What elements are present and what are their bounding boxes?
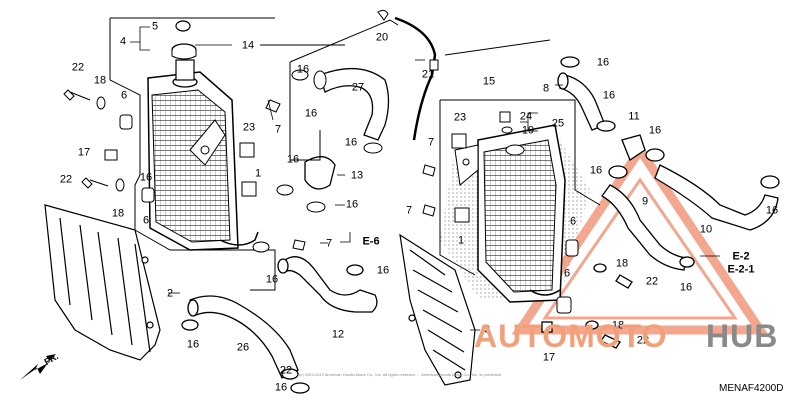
callout-16a: 16 (139, 171, 153, 184)
callout-17a: 17 (77, 146, 91, 159)
callout-22e: 22 (636, 334, 650, 347)
callout-18d: 18 (611, 319, 625, 332)
watermark-hub: HUB (706, 318, 779, 354)
callout-7d: 7 (405, 204, 413, 217)
callout-24: 24 (519, 110, 533, 123)
callout-3: 3 (483, 323, 491, 336)
callout-23b: 23 (453, 111, 467, 124)
callout-16n: 16 (589, 164, 603, 177)
hose-9 (601, 184, 687, 271)
callout-11: 11 (628, 110, 640, 123)
callout-17b: 17 (542, 351, 556, 364)
callout-22d: 22 (645, 275, 659, 288)
callout-16b: 16 (286, 153, 300, 166)
joint-11 (621, 134, 646, 161)
callout-16k: 16 (596, 56, 610, 69)
callout-16f: 16 (186, 338, 200, 351)
callout-1a: 1 (254, 167, 262, 180)
callout-8: 8 (542, 82, 550, 95)
callout-7b: 7 (325, 237, 333, 250)
callout-16i: 16 (304, 107, 318, 120)
callout-16m: 16 (648, 124, 662, 137)
callout-26: 26 (236, 341, 250, 354)
callout-19: 19 (521, 124, 535, 137)
callout-4: 4 (119, 35, 127, 48)
callout-16c: 16 (345, 198, 359, 211)
copyright-text: (c) 2003-2019 American Honda Motor Co., … (298, 372, 502, 377)
hose-27 (319, 67, 390, 141)
left-shroud (44, 204, 161, 361)
callout-6b: 6 (142, 214, 150, 227)
callout-6d: 6 (563, 267, 571, 280)
hose-8 (559, 74, 606, 131)
callout-12: 12 (331, 328, 345, 341)
hose-12 (277, 256, 378, 313)
ref-e2-1: E-2-1 (727, 263, 755, 276)
callout-20: 20 (375, 31, 389, 44)
callout-15: 15 (482, 75, 496, 88)
right-shroud (399, 233, 476, 386)
front-arrow (20, 354, 56, 380)
hose-10 (654, 164, 779, 231)
callout-16l: 16 (602, 89, 616, 102)
callout-1b: 1 (457, 234, 465, 247)
callout-18c: 18 (615, 257, 629, 270)
callout-16p: 16 (679, 281, 693, 294)
watermark-triangle (511, 141, 769, 335)
callout-5: 5 (151, 20, 159, 33)
callout-10: 10 (699, 223, 713, 236)
callout-27: 27 (351, 81, 365, 94)
callout-22a: 22 (71, 61, 85, 74)
callout-21: 21 (421, 68, 435, 81)
callout-16d: 16 (376, 264, 390, 277)
callout-2: 2 (166, 287, 174, 300)
callout-16o: 16 (765, 204, 779, 217)
callout-23a: 23 (242, 121, 256, 134)
hose-26 (181, 295, 310, 394)
callout-16e: 16 (265, 273, 279, 286)
callout-22c: 22 (279, 364, 293, 377)
callout-14: 14 (241, 39, 255, 52)
callout-6a: 6 (120, 89, 128, 102)
callout-18a: 18 (93, 74, 107, 87)
callout-13: 13 (350, 169, 364, 182)
hose-13 (304, 156, 336, 190)
callout-7c: 7 (427, 136, 435, 149)
callout-7a: 7 (274, 123, 282, 136)
watermark-auto: AUTOMOTO (474, 318, 668, 354)
callout-16g: 16 (274, 381, 288, 394)
ref-e2: E-2 (732, 250, 750, 263)
callout-6c: 6 (569, 215, 577, 228)
callout-16j: 16 (344, 136, 358, 149)
ref-e6: E-6 (362, 235, 380, 248)
callout-9: 9 (641, 195, 649, 208)
leader-lines (130, 26, 720, 331)
callout-18b: 18 (111, 207, 125, 220)
callout-16h: 16 (296, 63, 310, 76)
diagram-code: MENAF4200D (719, 383, 784, 394)
callout-25: 25 (551, 117, 565, 130)
callout-22b: 22 (59, 173, 73, 186)
